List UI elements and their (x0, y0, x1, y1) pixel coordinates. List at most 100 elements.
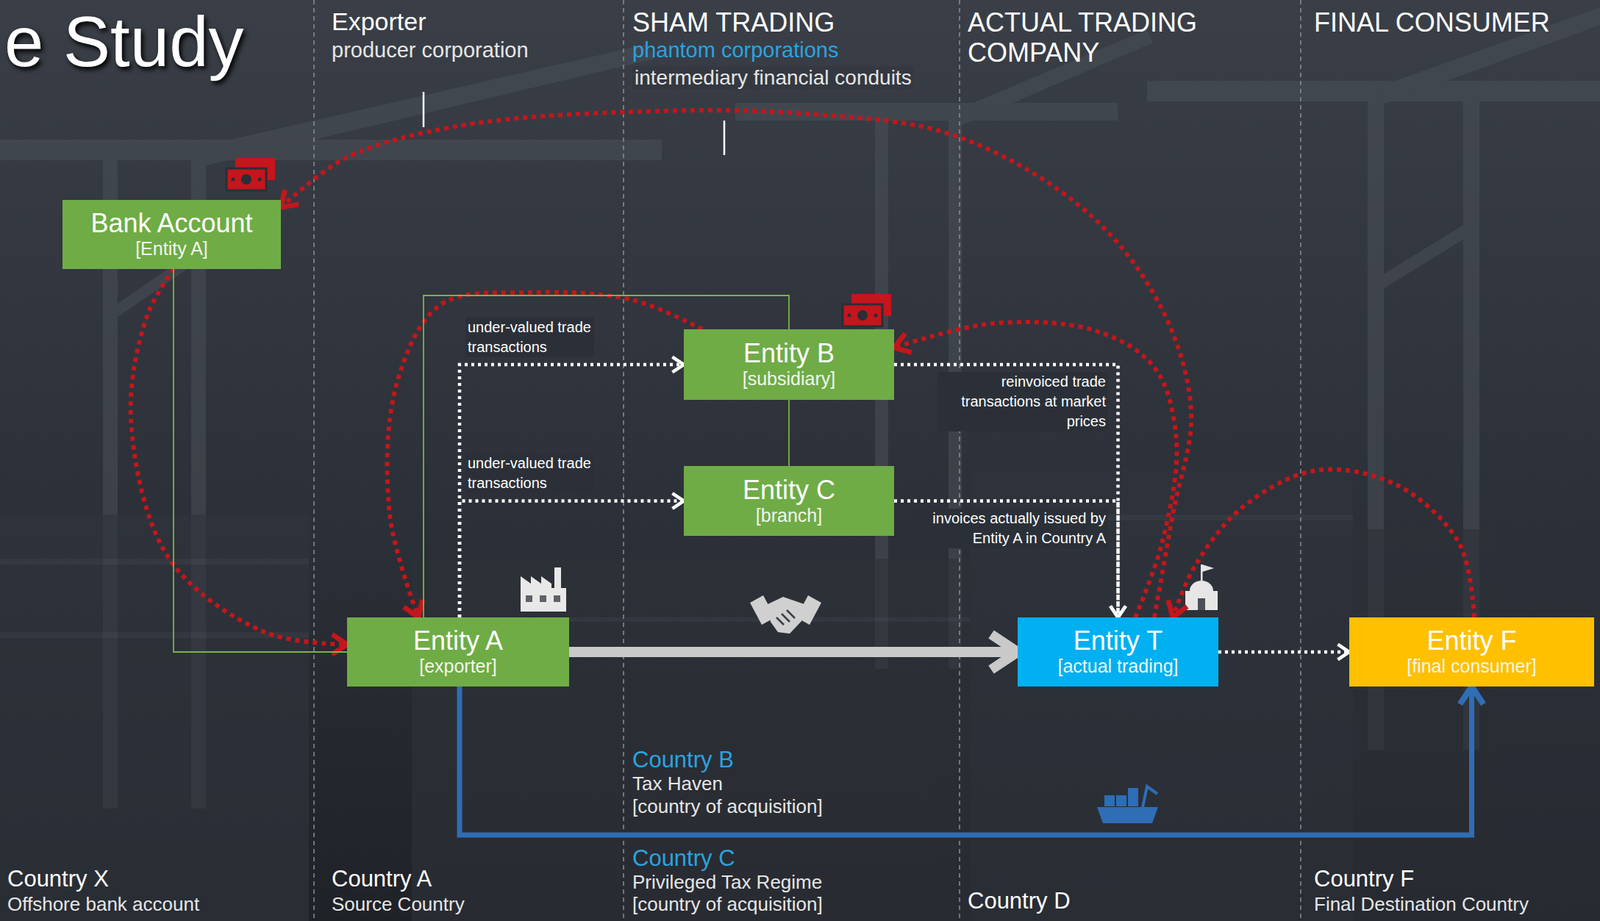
money-icon-part (241, 174, 252, 185)
column-heading: FINAL CONSUMER (1313, 7, 1550, 38)
handshake-icon-part (776, 610, 795, 625)
money-icon (842, 294, 892, 327)
bank-building-icon-part (1197, 598, 1206, 611)
container-stacks (0, 470, 1600, 921)
invoice-flow-arrow (459, 364, 684, 618)
factory-icon-part (520, 588, 567, 612)
money-icon-part (258, 177, 262, 182)
ship-icon-part (1127, 788, 1139, 807)
crane-silhouette-part (0, 139, 662, 161)
entity-name: Entity T (1073, 626, 1163, 656)
money-icon-part (231, 177, 236, 182)
money-icon-part (857, 310, 868, 321)
country-label: [country of acquisition] (632, 894, 823, 917)
country-label: Country B (632, 747, 734, 774)
country-label: Tax Haven (632, 773, 723, 796)
money-icon-part (226, 168, 267, 191)
container-stacks-part (411, 558, 971, 921)
ownership-line (173, 269, 348, 653)
entity-box: Entity F[final consumer] (1349, 617, 1595, 687)
entity-box: Entity T[actual trading] (1017, 617, 1219, 687)
column-heading: phantom corporations (632, 38, 839, 63)
column-heading: Exporter (331, 7, 427, 37)
ship-icon-part (1104, 795, 1115, 807)
entity-name: Entity C (742, 475, 836, 506)
invoice-flow-arrow (894, 501, 1119, 619)
country-label: Country A (331, 866, 432, 893)
entity-box: Entity B[subsidiary] (683, 329, 895, 400)
country-label: Offshore bank account (7, 894, 200, 917)
invoice-flow-arrow (1218, 650, 1350, 655)
entity-name: Entity B (743, 338, 835, 369)
entity-role: [actual trading] (1058, 655, 1179, 678)
handshake-icon-part-part (781, 613, 790, 623)
handshake-icon (750, 595, 822, 634)
factory-icon-part (554, 567, 562, 589)
goods-trade-arrow (569, 647, 1018, 658)
connector-group (130, 110, 1475, 836)
entity-name: Bank Account (90, 208, 253, 239)
entity-role: [exporter] (419, 655, 498, 678)
country-label: Country X (7, 866, 109, 893)
column-heading: ACTUAL TRADING COMPANY (967, 7, 1277, 69)
bank-building-icon (1185, 564, 1218, 611)
money-flow-arrow (894, 322, 1177, 618)
money-flow-arrow (130, 269, 348, 645)
column-divider-part (958, 0, 961, 921)
country-label: Country F (1313, 866, 1414, 893)
entity-box: Entity A[exporter] (347, 617, 570, 687)
column-heading: producer corporation (331, 38, 529, 63)
tick-mark (423, 91, 725, 156)
ship-icon-part (1097, 807, 1159, 824)
money-icon (226, 158, 275, 191)
crane-silhouette-part (1375, 220, 1475, 292)
crane-silhouette-part (198, 44, 655, 166)
entity-box: Entity C[branch] (683, 466, 895, 537)
money-flow-arrow (387, 292, 703, 618)
country-label: Privileged Tax Regime (632, 872, 823, 895)
flow-label: under-valued trade transactions (465, 317, 595, 358)
column-divider-part (1300, 0, 1302, 921)
entity-role: [Entity A] (135, 238, 209, 261)
factory-icon-part (553, 595, 561, 603)
page-title: e Study (4, 2, 245, 81)
column-divider-part (313, 0, 315, 921)
shipment-arrow (459, 686, 1473, 836)
handshake-icon-part-part (776, 617, 784, 625)
entity-box: Bank Account[Entity A] (62, 200, 281, 270)
flow-label: invoices actually issued by Entity A in … (915, 508, 1109, 549)
handshake-icon-part-part (786, 610, 795, 619)
container-stacks-part (0, 558, 309, 565)
factory-icon (520, 567, 567, 612)
invoice-flow-arrow (894, 364, 1119, 618)
factory-icon-part (525, 595, 533, 603)
bank-building-icon-part (1202, 564, 1214, 573)
country-label: Source Country (331, 894, 465, 917)
money-icon-part (874, 313, 878, 318)
flow-label: under-valued trade transactions (465, 453, 595, 494)
entity-role: [subsidiary] (742, 368, 836, 391)
container-stacks-part (1352, 529, 1600, 921)
ownership-line (788, 400, 790, 467)
bank-building-icon-part (1189, 580, 1214, 592)
money-flow-arrow (1172, 469, 1475, 618)
flow-label: reinvoiced trade transactions at market … (937, 372, 1109, 432)
column-heading: SHAM TRADING (632, 7, 835, 38)
country-label: Final Destination Country (1313, 894, 1529, 917)
entity-name: Entity A (413, 626, 503, 656)
tick-mark-part (723, 120, 726, 156)
country-label: Country D (967, 888, 1071, 915)
column-divider-part (622, 0, 625, 921)
factory-icon-part (520, 576, 552, 589)
entity-role: [branch] (755, 505, 823, 528)
ship-icon (1097, 786, 1159, 824)
factory-icon-part (539, 595, 547, 603)
container-stacks-part (0, 514, 309, 921)
crane-silhouette-part (735, 102, 1118, 121)
ship-icon-part (1142, 786, 1158, 808)
bank-building-icon-part (1185, 591, 1218, 611)
